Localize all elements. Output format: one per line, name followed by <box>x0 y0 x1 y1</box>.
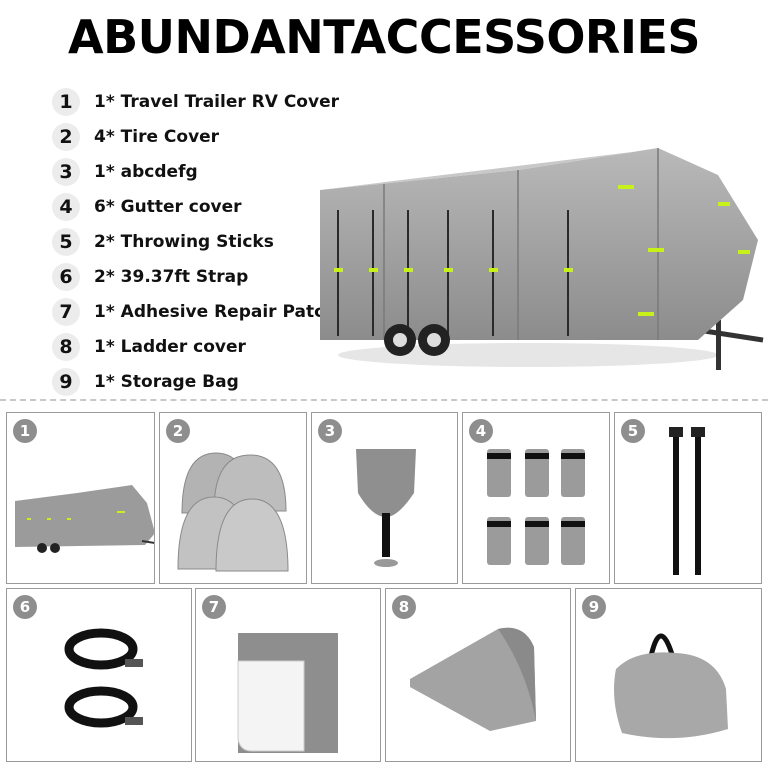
item-number: 7 <box>52 297 80 326</box>
list-item: 7 1* Adhesive Repair Patch <box>52 294 339 329</box>
panel-storage-bag: 9 <box>575 588 762 762</box>
panel-badge: 1 <box>13 419 37 443</box>
panel-badge: 5 <box>621 419 645 443</box>
list-item: 8 1* Ladder cover <box>52 329 339 364</box>
storage-bag-icon <box>614 633 728 739</box>
item-number: 1 <box>52 87 80 116</box>
panel-badge: 4 <box>469 419 493 443</box>
section-divider <box>0 399 768 401</box>
gutter-cover-icon <box>487 449 585 565</box>
list-item: 2 4* Tire Cover <box>52 119 339 154</box>
item-number: 5 <box>52 227 80 256</box>
item-number: 8 <box>52 332 80 361</box>
item-number: 2 <box>52 122 80 151</box>
panel-jack-cover: 3 <box>311 412 458 584</box>
item-number: 6 <box>52 262 80 291</box>
list-item: 1 1* Travel Trailer RV Cover <box>52 84 339 119</box>
repair-patch-icon <box>237 633 338 753</box>
panel-badge: 9 <box>582 595 606 619</box>
panel-repair-patch: 7 <box>195 588 381 762</box>
panel-rv-cover: 1 <box>6 412 155 584</box>
accessory-list: 1 1* Travel Trailer RV Cover 2 4* Tire Cov… <box>52 84 339 399</box>
rv-cover-icon <box>15 485 154 553</box>
item-text: 2* Throwing Sticks <box>94 231 274 252</box>
strap-icon <box>64 628 143 728</box>
list-item: 6 2* 39.37ft Strap <box>52 259 339 294</box>
item-text: 1* abcdefg <box>94 161 198 182</box>
item-number: 3 <box>52 157 80 186</box>
panel-badge: 8 <box>392 595 416 619</box>
panel-badge: 2 <box>166 419 190 443</box>
tire-cover-icon <box>177 452 289 572</box>
list-item: 3 1* abcdefg <box>52 154 339 189</box>
jack-cover-icon <box>356 449 416 567</box>
panel-badge: 6 <box>13 595 37 619</box>
item-text: 6* Gutter cover <box>94 196 242 217</box>
item-number: 9 <box>52 367 80 396</box>
item-number: 4 <box>52 192 80 221</box>
panel-strap: 6 <box>6 588 192 762</box>
list-item: 9 1* Storage Bag <box>52 364 339 399</box>
item-text: 1* Travel Trailer RV Cover <box>94 91 339 112</box>
panel-badge: 3 <box>318 419 342 443</box>
item-text: 1* Ladder cover <box>94 336 246 357</box>
panel-tire-cover: 2 <box>159 412 307 584</box>
item-text: 2* 39.37ft Strap <box>94 266 249 287</box>
throwing-sticks-icon <box>669 427 705 575</box>
list-item: 4 6* Gutter cover <box>52 189 339 224</box>
panel-badge: 7 <box>202 595 226 619</box>
list-item: 5 2* Throwing Sticks <box>52 224 339 259</box>
ladder-cover-icon <box>410 627 536 731</box>
item-text: 4* Tire Cover <box>94 126 220 147</box>
item-text: 1* Storage Bag <box>94 371 239 392</box>
rv-cover-illustration <box>320 148 764 370</box>
item-text: 1* Adhesive Repair Patch <box>94 301 337 322</box>
page-title: ABUNDANTACCESSORIES <box>67 10 701 64</box>
panel-ladder-cover: 8 <box>385 588 571 762</box>
panel-throwing-sticks: 5 <box>614 412 762 584</box>
panel-gutter-cover: 4 <box>462 412 610 584</box>
